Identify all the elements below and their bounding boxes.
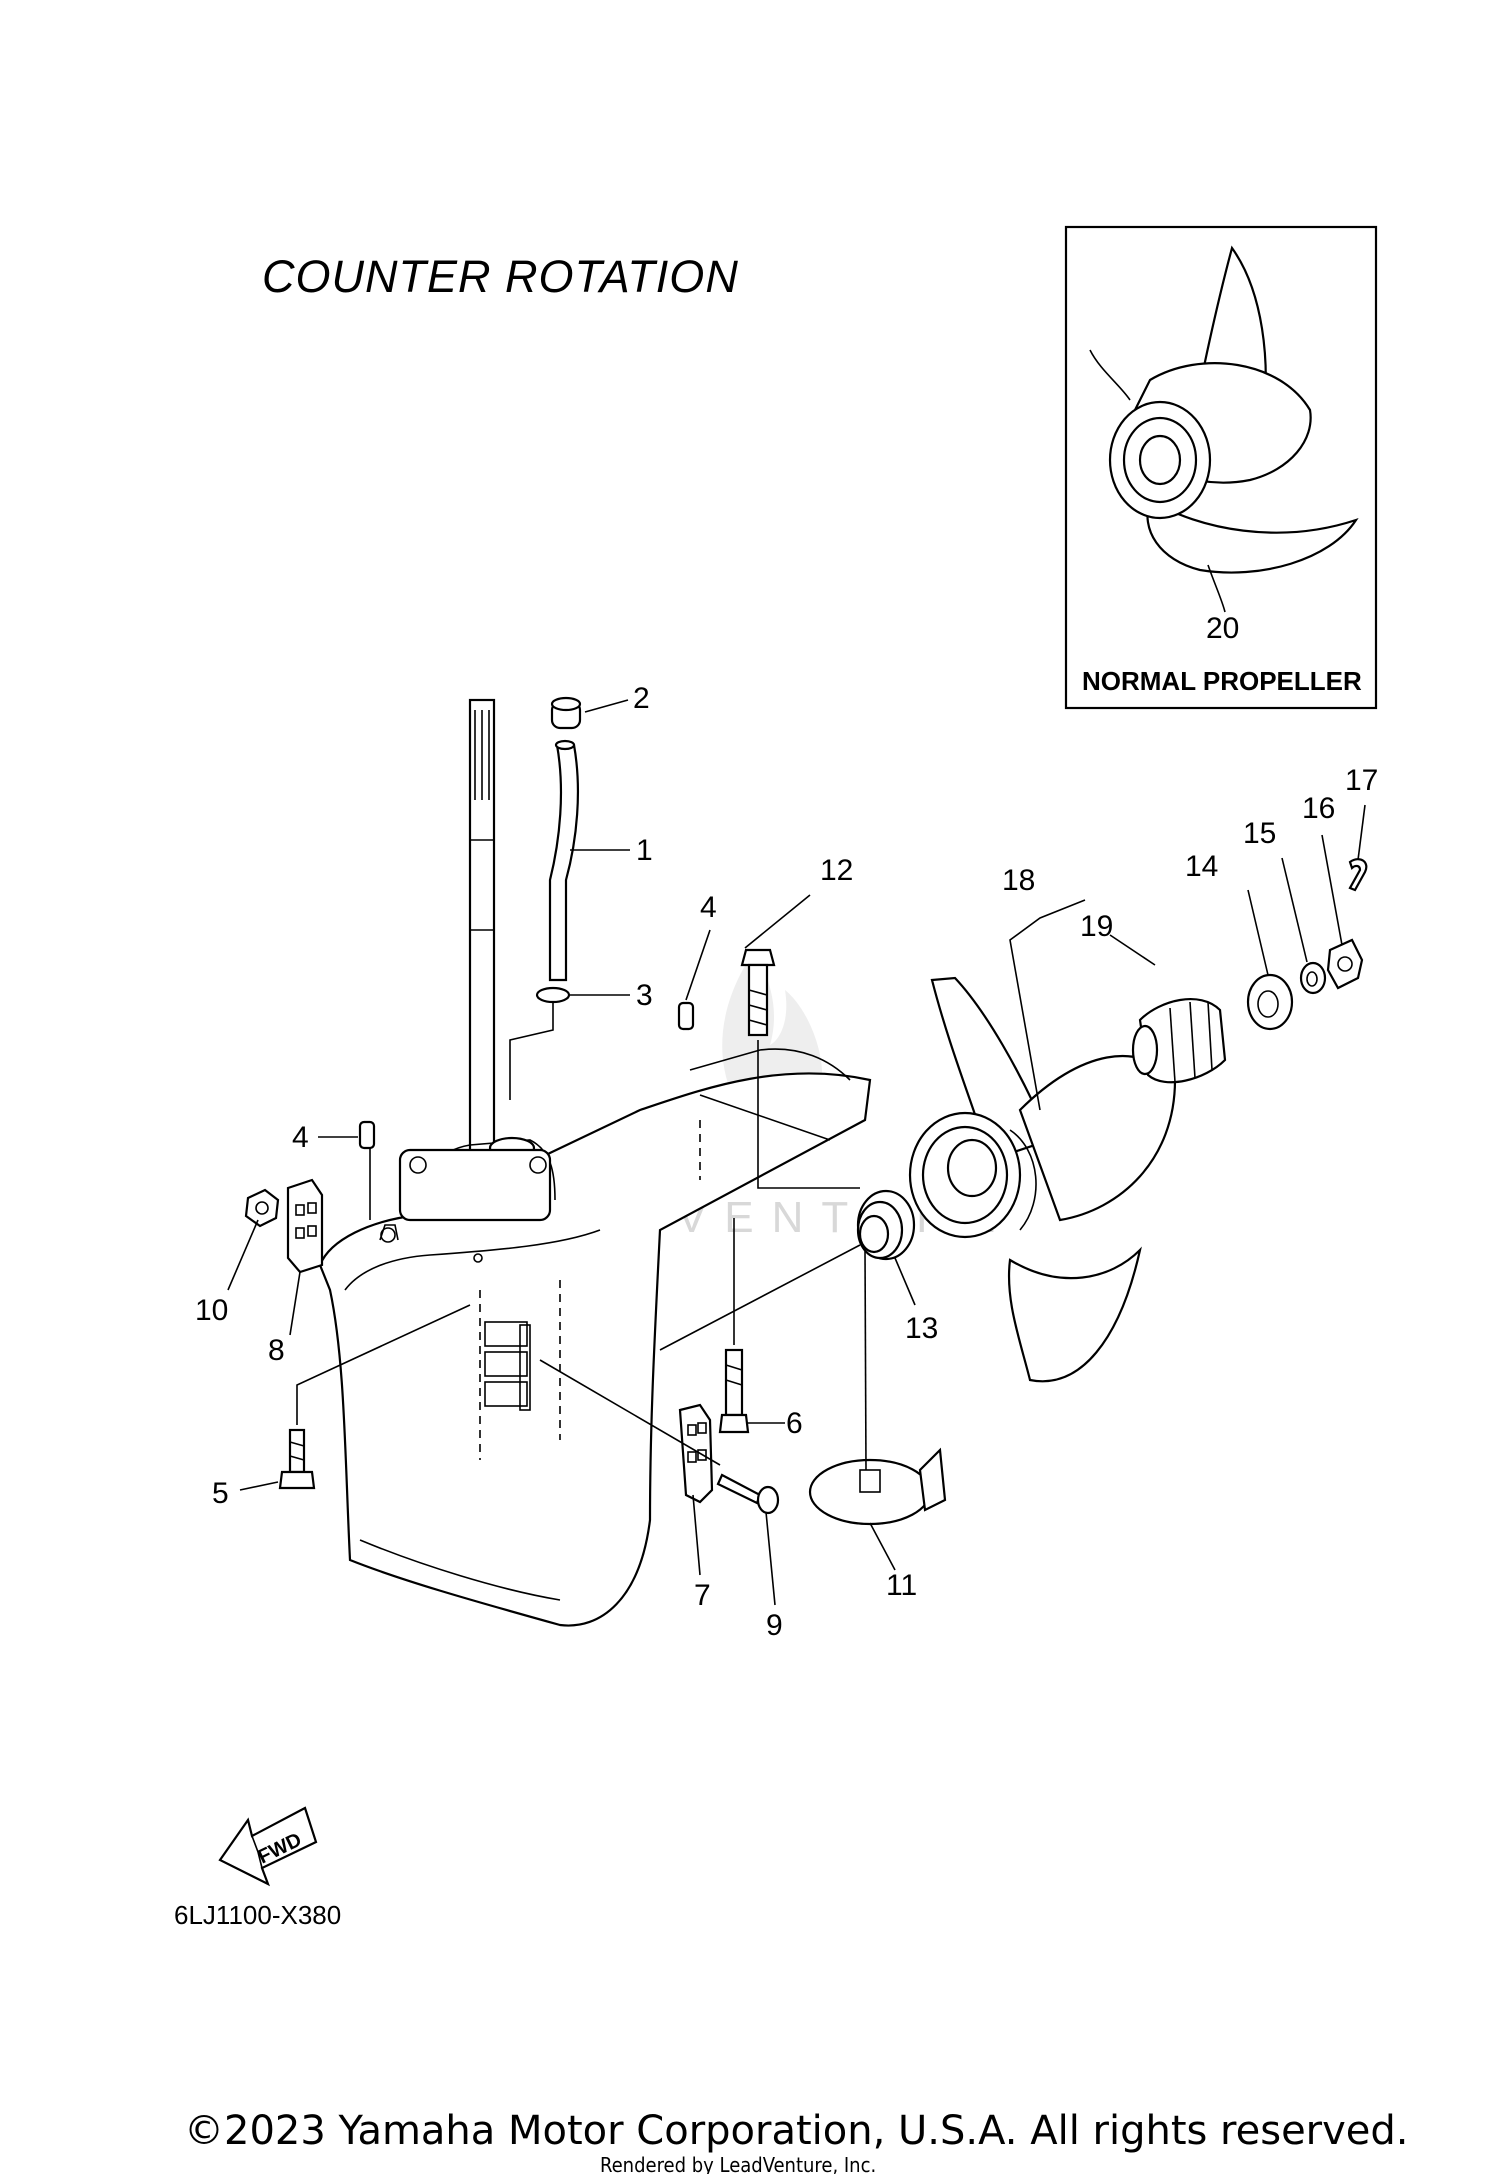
diagram-title: COUNTER ROTATION: [262, 251, 739, 302]
callout-5: 5: [212, 1477, 229, 1510]
copyright-notice: ©2023 Yamaha Motor Corporation, U.S.A. A…: [184, 2108, 1409, 2154]
drive-shaft: [468, 698, 496, 1172]
callout-4-lower: 4: [292, 1121, 309, 1154]
callout-19: 19: [1080, 910, 1113, 943]
callout-10: 10: [195, 1294, 228, 1327]
callout-1: 1: [636, 834, 653, 867]
callout-13: 13: [905, 1312, 938, 1345]
bolt-6: [718, 1348, 750, 1434]
lower-unit-housing: [318, 1048, 872, 1627]
thrust-hub-13: [856, 1189, 916, 1261]
propeller-18: [908, 976, 1177, 1383]
leader-20: [1207, 564, 1226, 613]
bolt-5: [278, 1428, 316, 1490]
leader-lines: [227, 699, 1366, 1606]
anode-8: [286, 1178, 324, 1274]
callout-14: 14: [1185, 850, 1218, 883]
callout-12: 12: [820, 854, 853, 887]
trim-tab-11: [808, 1447, 947, 1526]
fwd-arrow-icon: FWD: [218, 1806, 318, 1887]
washer-15: [1299, 961, 1327, 995]
water-tube: [548, 739, 580, 982]
washer-14: [1246, 973, 1294, 1031]
nut-10: [244, 1188, 280, 1228]
grommet: [550, 696, 582, 730]
dowel-pin-upper: [677, 1001, 695, 1031]
callout-6: 6: [786, 1407, 803, 1440]
callout-3: 3: [636, 979, 653, 1012]
callout-9: 9: [766, 1609, 783, 1642]
bolt-12: [740, 948, 776, 1037]
inset-caption: NORMAL PROPELLER: [1082, 666, 1362, 696]
callout-7: 7: [694, 1579, 711, 1612]
callout-2: 2: [633, 682, 650, 715]
dowel-pin-lower: [358, 1120, 376, 1150]
o-ring: [535, 986, 571, 1004]
callout-11: 11: [886, 1569, 917, 1602]
rendered-by-notice: Rendered by LeadVenture, Inc.: [600, 2153, 876, 2174]
callout-18: 18: [1002, 864, 1035, 897]
callout-16: 16: [1302, 792, 1335, 825]
screw-9: [716, 1473, 780, 1515]
callout-15: 15: [1243, 817, 1276, 850]
normal-propeller-drawing: [1089, 245, 1359, 574]
nut-16: [1326, 938, 1364, 990]
spacer-19: [1131, 998, 1227, 1084]
inset-frame: [1064, 225, 1378, 710]
cotter-pin-17: [1348, 858, 1368, 892]
callout-8: 8: [268, 1334, 285, 1367]
diagram-code: 6LJ1100-X380: [174, 1900, 341, 1930]
callout-17: 17: [1345, 764, 1378, 797]
inset-normal-propeller: 20 NORMAL PROPELLER: [1064, 225, 1378, 710]
anode-7: [678, 1403, 714, 1504]
callout-4-upper: 4: [700, 891, 717, 924]
callout-20: 20: [1206, 612, 1239, 645]
